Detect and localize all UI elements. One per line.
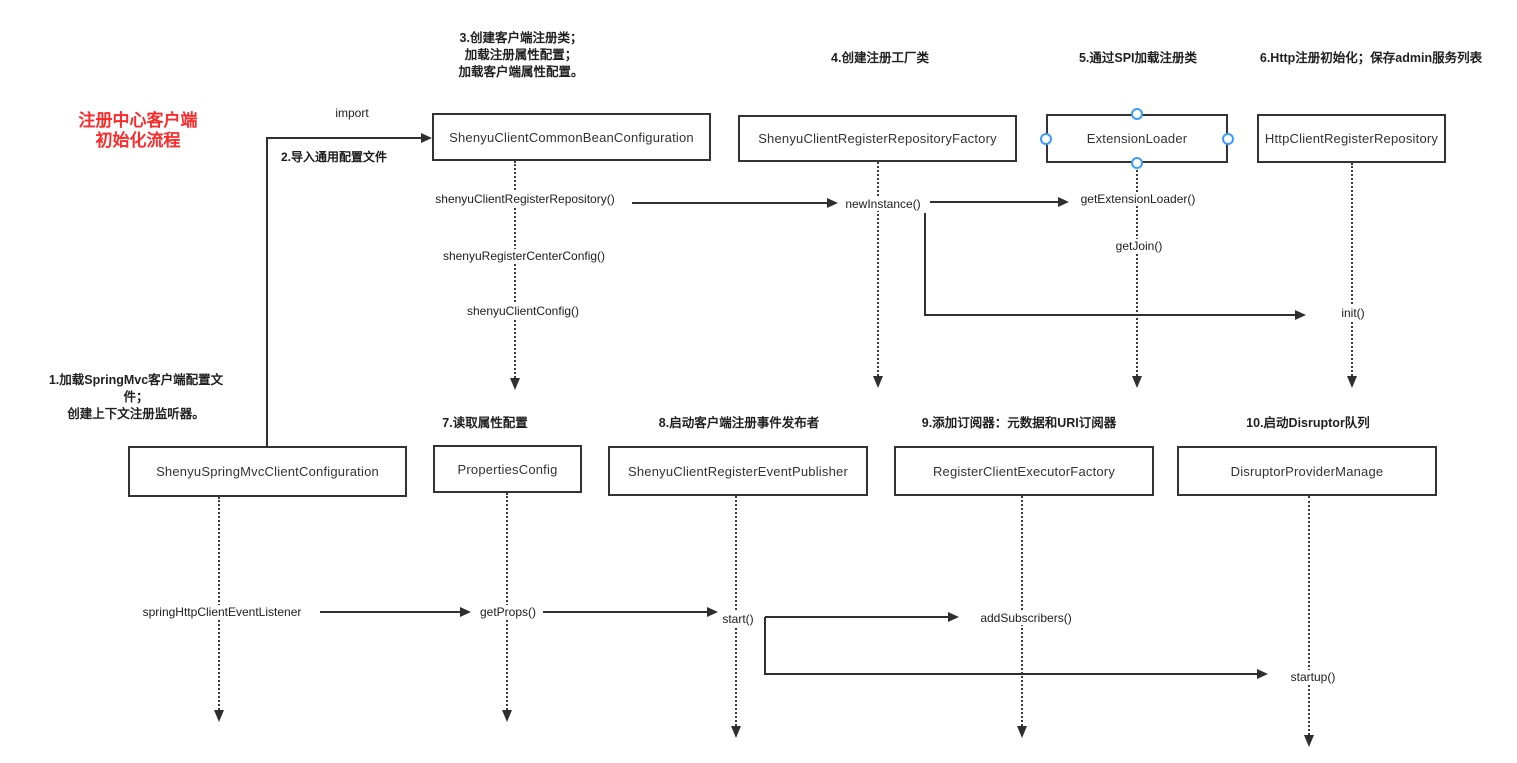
annotation-6: 6.Http注册初始化；保存admin服务列表 xyxy=(1259,51,1483,65)
arrowhead-icon xyxy=(1295,310,1306,320)
method-label-start: start() xyxy=(719,612,757,626)
class-box-extension-loader[interactable]: ExtensionLoader xyxy=(1046,114,1228,163)
method-label-shenyu-register-center-config: shenyuRegisterCenterConfig() xyxy=(439,249,609,263)
class-box-properties-config[interactable]: PropertiesConfig xyxy=(433,445,582,493)
annotation-5: 5.通过SPI加载注册类 xyxy=(1078,51,1198,65)
import-arrowhead-icon xyxy=(421,133,432,143)
selection-handle-left[interactable] xyxy=(1040,133,1052,145)
annotation-3: 3.创建客户端注册类； 加载注册属性配置； 加载客户端属性配置。 xyxy=(458,30,583,81)
arrow-get-props-to-start xyxy=(543,611,707,613)
arrow-listener-to-get-props xyxy=(320,611,460,613)
lifeline-register-repository-factory xyxy=(877,162,879,376)
annotation-1: 1.加载SpringMvc客户端配置文 件； 创建上下文注册监听器。 xyxy=(49,372,223,423)
lifeline-http-client-register-repository xyxy=(1351,163,1353,376)
annotation-2: 2.导入通用配置文件 xyxy=(277,149,391,166)
arrow-new-instance-to-init-horizontal xyxy=(924,314,1295,316)
annotation-8: 8.启动客户端注册事件发布者 xyxy=(658,416,820,430)
class-box-register-client-executor-factory[interactable]: RegisterClientExecutorFactory xyxy=(894,446,1154,496)
annotation-1-line3: 创建上下文注册监听器。 xyxy=(67,407,205,421)
page-title-line1: 注册中心客户端 xyxy=(78,111,198,130)
lifeline-extension-loader xyxy=(1136,163,1138,376)
annotation-9: 9.添加订阅器：元数据和URI订阅器 xyxy=(921,416,1117,430)
method-label-shenyu-client-config: shenyuClientConfig() xyxy=(463,304,583,318)
arrowhead-icon xyxy=(827,198,838,208)
arrowhead-icon xyxy=(1058,197,1069,207)
class-box-label: ExtensionLoader xyxy=(1086,131,1188,146)
class-box-shenyu-spring-mvc-client-configuration[interactable]: ShenyuSpringMvcClientConfiguration xyxy=(128,446,407,497)
lifeline-arrowhead-icon xyxy=(1132,376,1142,388)
method-label-get-extension-loader: getExtensionLoader() xyxy=(1077,192,1199,206)
page-title: 注册中心客户端 初始化流程 xyxy=(79,111,198,151)
arrow-start-to-startup-vertical xyxy=(764,617,766,674)
lifeline-arrowhead-icon xyxy=(1347,376,1357,388)
arrow-register-repository-to-new-instance xyxy=(632,202,827,204)
class-box-label: RegisterClientExecutorFactory xyxy=(932,463,1116,479)
method-label-init: init() xyxy=(1338,306,1368,320)
selection-handle-top[interactable] xyxy=(1131,108,1143,120)
arrowhead-icon xyxy=(948,612,959,622)
method-label-startup: startup() xyxy=(1287,670,1339,684)
annotation-3-line3: 加载客户端属性配置。 xyxy=(458,65,584,79)
lifeline-arrowhead-icon xyxy=(1304,735,1314,747)
class-box-label: DisruptorProviderManage xyxy=(1230,463,1384,479)
class-box-disruptor-provider-manage[interactable]: DisruptorProviderManage xyxy=(1177,446,1437,496)
lifeline-spring-mvc-client-configuration xyxy=(218,497,220,710)
selection-handle-right[interactable] xyxy=(1222,133,1234,145)
class-box-shenyu-client-register-event-publisher[interactable]: ShenyuClientRegisterEventPublisher xyxy=(608,446,868,496)
lifeline-properties-config xyxy=(506,493,508,710)
annotation-4: 4.创建注册工厂类 xyxy=(831,51,929,65)
lifeline-arrowhead-icon xyxy=(1017,726,1027,738)
method-label-get-props: getProps() xyxy=(476,605,540,619)
class-box-label: PropertiesConfig xyxy=(457,461,558,477)
method-label-new-instance: newInstance() xyxy=(842,197,924,211)
class-box-label: HttpClientRegisterRepository xyxy=(1264,131,1439,146)
class-box-label: ShenyuClientRegisterEventPublisher xyxy=(628,463,848,479)
arrow-new-instance-to-init-vertical xyxy=(924,213,926,316)
class-box-label: ShenyuSpringMvcClientConfiguration xyxy=(156,464,379,479)
method-label-import: import xyxy=(332,106,372,120)
method-label-add-subscribers: addSubscribers() xyxy=(977,611,1075,625)
annotation-10: 10.启动Disruptor队列 xyxy=(1246,416,1370,430)
arrowhead-icon xyxy=(460,607,471,617)
selection-handle-bottom[interactable] xyxy=(1131,157,1143,169)
import-connector-horizontal-line xyxy=(266,137,421,139)
class-box-shenyu-client-register-repository-factory[interactable]: ShenyuClientRegisterRepositoryFactory xyxy=(738,115,1017,162)
arrow-start-to-add-subscribers xyxy=(765,616,948,618)
lifeline-common-bean-configuration xyxy=(514,161,516,378)
lifeline-arrowhead-icon xyxy=(214,710,224,722)
arrowhead-icon xyxy=(1257,669,1268,679)
lifeline-register-event-publisher xyxy=(735,496,737,726)
method-label-shenyu-client-register-repository: shenyuClientRegisterRepository() xyxy=(432,192,618,206)
annotation-1-line1: 1.加载SpringMvc客户端配置文 xyxy=(48,373,224,387)
class-box-label: ShenyuClientCommonBeanConfiguration xyxy=(449,129,694,145)
method-label-get-join: getJoin() xyxy=(1112,239,1166,253)
class-box-shenyu-client-common-bean-configuration[interactable]: ShenyuClientCommonBeanConfiguration xyxy=(432,113,711,161)
annotation-3-line1: 3.创建客户端注册类； xyxy=(459,31,583,45)
annotation-7: 7.读取属性配置 xyxy=(442,416,528,430)
class-box-http-client-register-repository[interactable]: HttpClientRegisterRepository xyxy=(1257,114,1446,163)
lifeline-arrowhead-icon xyxy=(731,726,741,738)
arrowhead-icon xyxy=(707,607,718,617)
import-connector-vertical-line xyxy=(266,138,268,446)
method-label-spring-http-client-event-listener: springHttpClientEventListener xyxy=(139,605,305,619)
lifeline-arrowhead-icon xyxy=(502,710,512,722)
lifeline-disruptor-provider-manage xyxy=(1308,496,1310,735)
class-box-label: ShenyuClientRegisterRepositoryFactory xyxy=(758,131,997,146)
page-title-line2: 初始化流程 xyxy=(95,131,181,150)
annotation-3-line2: 加载注册属性配置； xyxy=(464,48,578,62)
lifeline-arrowhead-icon xyxy=(873,376,883,388)
arrow-new-instance-to-get-extension-loader xyxy=(930,201,1058,203)
arrow-start-to-startup-horizontal xyxy=(764,673,1257,675)
lifeline-arrowhead-icon xyxy=(510,378,520,390)
annotation-1-line2: 件； xyxy=(123,390,149,404)
